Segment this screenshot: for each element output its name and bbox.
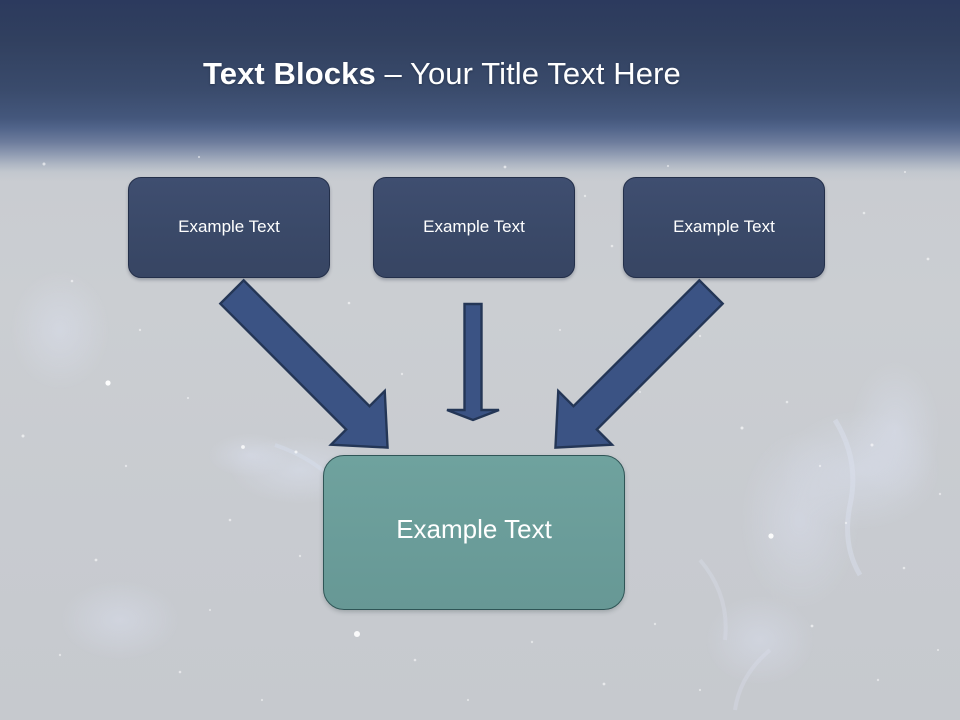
text-block-2[interactable]: Example Text	[373, 177, 575, 278]
page-title-bold: Text Blocks	[203, 56, 376, 91]
result-text-block[interactable]: Example Text	[323, 455, 625, 610]
text-block-1[interactable]: Example Text	[128, 177, 330, 278]
text-block-2-label: Example Text	[423, 216, 525, 236]
result-text-block-label: Example Text	[396, 513, 552, 544]
page-title: Text Blocks – Your Title Text Here	[203, 54, 681, 94]
text-block-1-label: Example Text	[178, 216, 280, 236]
text-block-3[interactable]: Example Text	[623, 177, 825, 278]
page-title-separator: –	[375, 56, 411, 91]
page-title-light: Your Title Text Here	[410, 56, 681, 91]
text-block-3-label: Example Text	[673, 216, 775, 236]
